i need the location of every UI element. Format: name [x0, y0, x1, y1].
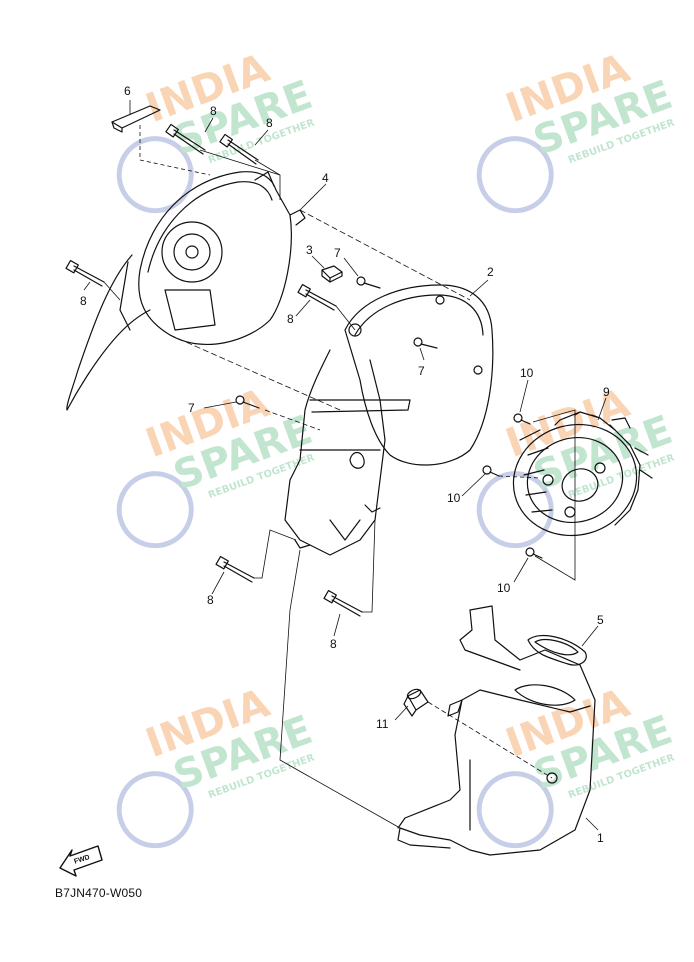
screw-part-10: [525, 547, 543, 559]
callout-4[interactable]: 4: [322, 171, 329, 185]
callout-11[interactable]: 11: [376, 717, 389, 731]
screw-part-7: [356, 276, 381, 289]
callout-8[interactable]: 8: [287, 312, 294, 326]
callout-8[interactable]: 8: [80, 294, 87, 308]
watermark-logo: INDIA SPARE REBUILD TOGETHER: [116, 380, 318, 549]
block-part-3: [321, 265, 343, 283]
watermark-logo: INDIA SPARE REBUILD TOGETHER: [476, 45, 678, 214]
callout-7[interactable]: 7: [418, 364, 425, 378]
fwd-label: FWD: [73, 854, 90, 866]
callout-6[interactable]: 6: [124, 84, 131, 98]
callout-3[interactable]: 3: [306, 243, 313, 257]
watermark-logo: INDIA SPARE REBUILD TOGETHER: [476, 680, 678, 849]
bolt-part-8: [215, 555, 255, 583]
bolt-part-8: [297, 283, 337, 311]
callout-7[interactable]: 7: [334, 246, 341, 260]
seal-part-5: [527, 634, 587, 666]
lower-duct-part-1: [397, 605, 596, 856]
callout-10[interactable]: 10: [447, 491, 461, 505]
callout-5[interactable]: 5: [597, 613, 604, 627]
diagram-code: B7JN470-W050: [55, 886, 143, 900]
inner-shroud-part-2: [284, 284, 494, 556]
callout-8[interactable]: 8: [330, 637, 337, 651]
collar-part-11: [403, 688, 429, 717]
screw-part-10: [482, 465, 500, 477]
watermark-group: INDIA SPARE REBUILD TOGETHER INDIA SPARE…: [116, 45, 678, 849]
bolt-part-8: [219, 133, 259, 165]
callout-8[interactable]: 8: [207, 593, 214, 607]
callout-2[interactable]: 2: [487, 265, 494, 279]
bolt-part-8: [165, 123, 206, 155]
watermark-logo: INDIA SPARE REBUILD TOGETHER: [116, 45, 318, 214]
callout-10[interactable]: 10: [497, 581, 511, 595]
callout-8[interactable]: 8: [210, 104, 217, 118]
fwd-arrow-icon: [59, 845, 103, 877]
screw-part-7: [235, 395, 260, 409]
callout-10[interactable]: 10: [520, 366, 534, 380]
pad-part-6: [111, 105, 161, 133]
screw-part-10: [513, 413, 531, 425]
callouts: 6 8 8 4 3 7 2 8 8 7 7 10 9 10 10 8 8 5 1…: [73, 84, 610, 866]
fan-cover-part-4: [66, 171, 306, 411]
callout-7[interactable]: 7: [188, 401, 195, 415]
bolt-part-8: [323, 589, 363, 617]
callout-9[interactable]: 9: [603, 385, 610, 399]
screw-part-7: [413, 337, 438, 349]
callout-1[interactable]: 1: [597, 831, 604, 845]
callout-8[interactable]: 8: [266, 116, 273, 130]
leader-lines: [83, 100, 607, 831]
cooling-fan-part-9: [512, 411, 653, 537]
bolt-part-8: [65, 259, 105, 287]
watermark-logo: INDIA SPARE REBUILD TOGETHER: [476, 380, 678, 549]
watermark-logo: INDIA SPARE REBUILD TOGETHER: [116, 680, 318, 849]
